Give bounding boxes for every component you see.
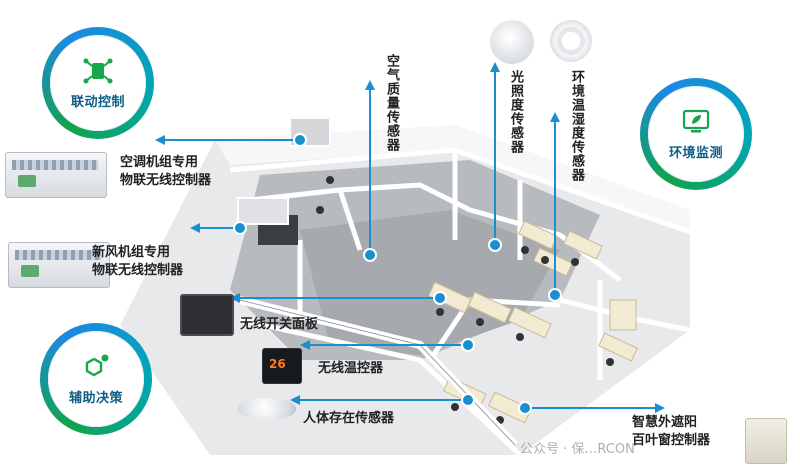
air-quality-sensor-label: 空气质量传感器 (384, 54, 399, 152)
light-sensor-label: 光照度传感器 (508, 70, 523, 154)
temp-humidity-sensor-label: 环境温湿度传感器 (569, 70, 584, 182)
watermark-text: 公众号 · 保…RCON (520, 442, 635, 457)
auxiliary-decision-badge: 辅助决策 (40, 323, 152, 435)
blind-controller-label: 智慧外遮阳 百叶窗控制器 (632, 415, 711, 448)
ac-controller-device (5, 152, 107, 198)
environment-monitoring-label: 环境监测 (668, 145, 723, 161)
monitor-leaf-icon (682, 109, 710, 132)
ac-controller-label: 空调机组专用 物联无线控制器 (120, 155, 212, 188)
wireless-switch-label: 无线开关面板 (240, 317, 319, 332)
blind-controller-device (745, 418, 787, 464)
wireless-thermostat-device: 26 (262, 348, 302, 384)
linkage-control-label: 联动控制 (70, 94, 125, 110)
hexagon-nodes-icon (85, 354, 109, 376)
thermostat-display: 26 (269, 357, 286, 371)
wireless-switch-panel-device (180, 294, 234, 336)
linkage-control-badge: 联动控制 (42, 27, 154, 139)
occupancy-sensor-device (238, 398, 296, 420)
fresh-air-controller-device (8, 242, 110, 288)
wireless-thermostat-label: 无线温控器 (318, 361, 384, 376)
light-sensor-device (490, 20, 534, 64)
environment-monitoring-badge: 环境监测 (640, 78, 752, 190)
auxiliary-decision-label: 辅助决策 (68, 390, 123, 406)
fresh-air-controller-label: 新风机组专用 物联无线控制器 (92, 245, 184, 278)
occupancy-sensor-label: 人体存在传感器 (303, 411, 395, 426)
temp-humidity-sensor-device (550, 20, 592, 62)
network-node-icon (83, 58, 113, 83)
